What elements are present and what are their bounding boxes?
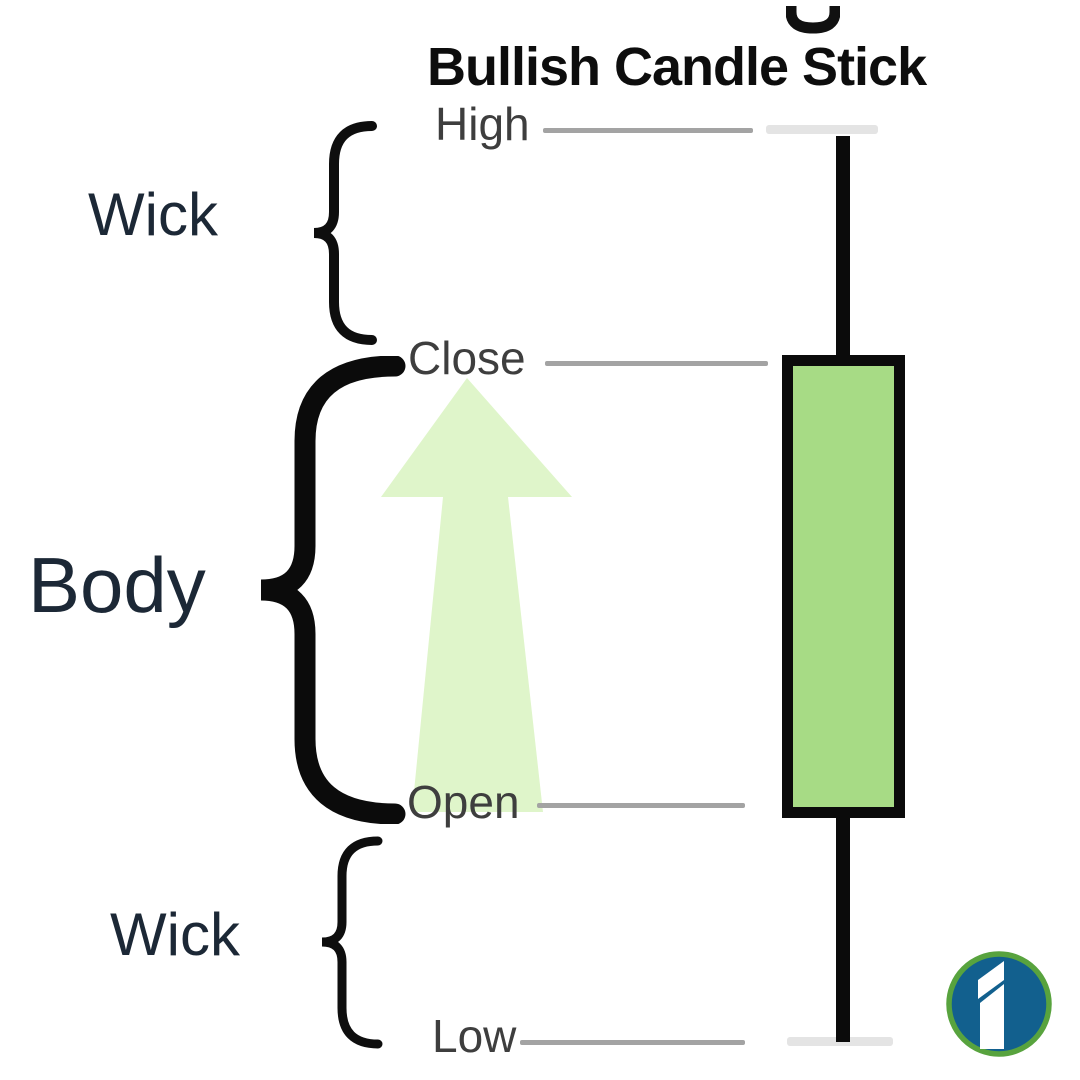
wick-top-label: Wick <box>88 181 218 248</box>
wick-bottom-brace-icon <box>321 836 383 1049</box>
open-label: Open <box>407 776 520 828</box>
low-label: Low <box>432 1010 517 1062</box>
lower-wick <box>836 816 850 1042</box>
close-level-line <box>545 361 768 366</box>
open-level-line <box>537 803 745 808</box>
high-label: High <box>435 98 530 150</box>
cropped-letter-fragment-icon <box>786 6 840 34</box>
up-arrow-icon <box>381 378 572 812</box>
diagram-title: Bullish Candle Stick <box>427 37 927 97</box>
candle-body <box>782 355 905 818</box>
investopedia-logo-icon <box>946 951 1052 1057</box>
close-label: Close <box>408 332 526 384</box>
wick-top-brace-icon <box>313 121 377 345</box>
body-brace-icon <box>260 356 406 824</box>
upper-wick <box>836 136 850 358</box>
low-level-line <box>520 1040 745 1045</box>
wick-bottom-label: Wick <box>110 901 240 968</box>
body-label: Body <box>28 541 206 629</box>
high-level-line <box>543 128 753 133</box>
high-faded-line <box>766 125 878 134</box>
